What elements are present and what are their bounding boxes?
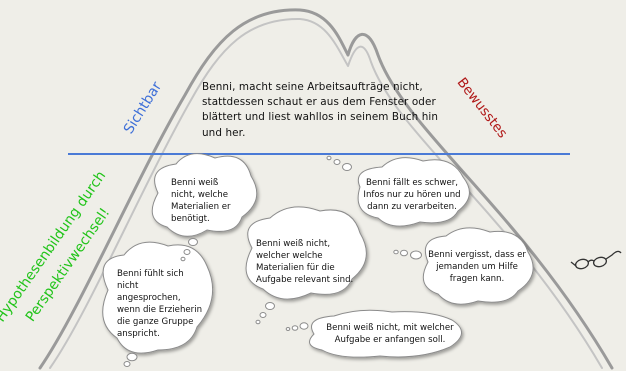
thought-bubble-materials-relevant: [245, 206, 367, 300]
thought-bubble-listening-hard: [357, 157, 470, 227]
mountain-outline: [38, 8, 614, 370]
bubble-text-not-addressed: Benni fühlt sich nicht angesprochen, wen…: [117, 269, 203, 339]
thought-bubble-forgets-help: [422, 227, 534, 305]
bubble-text-materials-unknown: Benni weiß nicht, welche Materialien er …: [171, 178, 231, 224]
bubble-text-forgets-help: Benni vergisst, dass er jemanden um Hilf…: [428, 250, 526, 284]
glasses-icon: [570, 250, 622, 270]
bubble-text-materials-relevant: Benni weiß nicht, welcher welche Materia…: [256, 239, 354, 285]
bubble-text-listening-hard: Benni fällt es schwer, Infos nur zu höre…: [363, 178, 461, 212]
thought-bubble-where-to-start: [309, 309, 462, 358]
bubble-tails: [123, 155, 422, 367]
observation-text: Benni, macht seine Arbeitsaufträge nicht…: [202, 81, 439, 139]
thought-bubble-materials-unknown: [151, 153, 258, 237]
bubble-text-where-to-start: Benni weiß nicht, mit welcher Aufgabe er…: [326, 323, 454, 345]
thought-bubble-not-addressed: [102, 241, 214, 354]
